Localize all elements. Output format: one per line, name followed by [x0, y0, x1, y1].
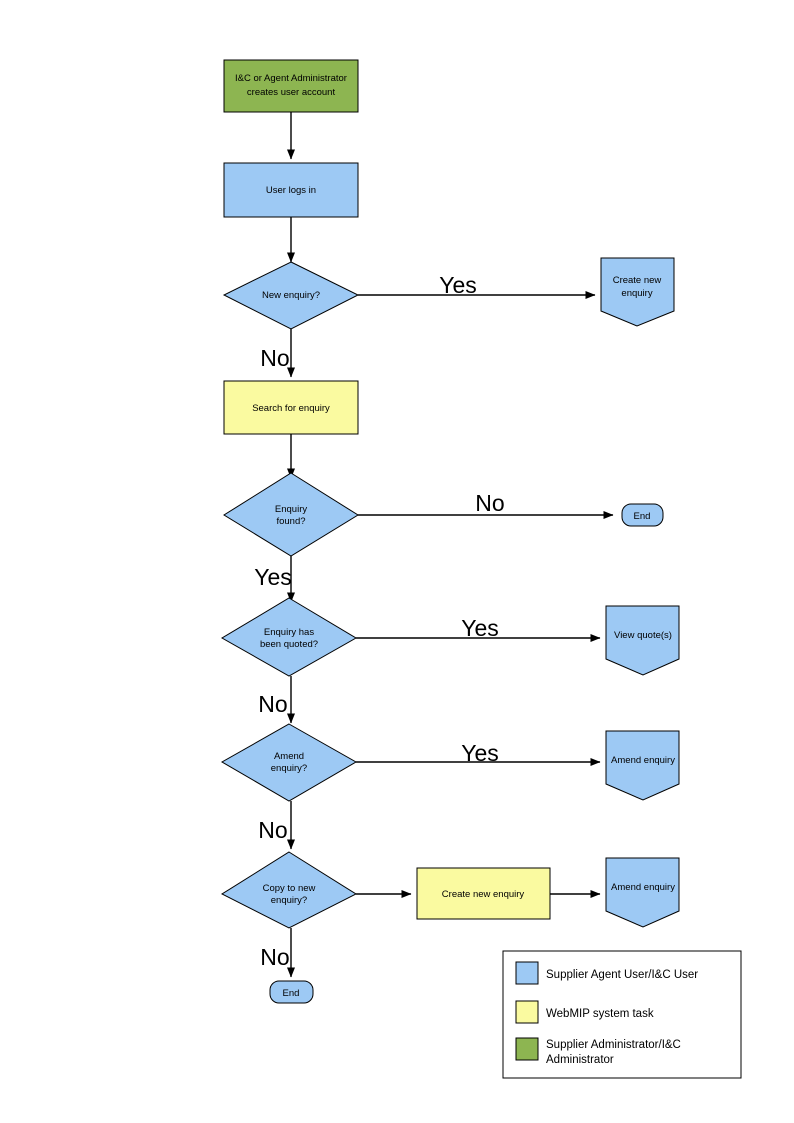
copy-to-new-enquiry-decision-shape[interactable] — [220, 851, 358, 929]
label-enquiry-quoted-yes: Yes — [461, 615, 499, 641]
new-enquiry-decision-shape[interactable] — [222, 261, 360, 330]
enquiry-quoted-decision-line2: been quoted? — [260, 639, 318, 650]
label-amend-enquiry-no: No — [258, 817, 287, 843]
create-new-enquiry-bottom-shape[interactable] — [416, 867, 551, 920]
node-search-for-enquiry[interactable]: Search for enquiry — [223, 380, 359, 435]
node-amend-enquiry-decision[interactable]: Amend enquiry? — [220, 723, 358, 802]
amend-enquiry-action-2-shape[interactable] — [605, 857, 680, 928]
legend-label-system: WebMIP system task — [546, 1008, 654, 1020]
legend: Supplier Agent User/I&C User WebMIP syst… — [502, 950, 742, 1079]
node-amend-enquiry-action[interactable]: Amend enquiry — [605, 730, 680, 801]
node-admin-creates-account[interactable]: I&C or Agent Administrator creates user … — [223, 59, 359, 113]
legend-swatch-system — [515, 1000, 539, 1024]
node-new-enquiry-decision[interactable]: New enquiry? — [222, 261, 360, 330]
node-end-not-found[interactable]: End — [621, 503, 664, 527]
amend-enquiry-action-2-label: Amend enquiry — [611, 882, 675, 893]
amend-enquiry-decision-line2: enquiry? — [271, 763, 307, 774]
legend-label-admin-line2: Administrator — [546, 1054, 614, 1066]
enquiry-found-decision-line1: Enquiry — [275, 504, 307, 515]
copy-to-new-enquiry-decision-line2: enquiry? — [271, 895, 307, 906]
node-create-new-enquiry-bottom[interactable]: Create new enquiry — [416, 867, 551, 920]
legend-label-admin-line1: Supplier Administrator/I&C — [546, 1039, 681, 1051]
end-not-found-label: End — [634, 511, 651, 522]
end-final-label: End — [283, 988, 300, 999]
amend-enquiry-action-label: Amend enquiry — [611, 755, 675, 766]
create-new-enquiry-top-line1: Create new — [613, 275, 662, 286]
legend-label-user: Supplier Agent User/I&C User — [546, 969, 698, 981]
enquiry-quoted-decision-line1: Enquiry has — [264, 627, 314, 638]
end-not-found-shape[interactable] — [621, 503, 664, 527]
create-new-enquiry-top-line2: enquiry — [621, 288, 652, 299]
node-enquiry-quoted-decision[interactable]: Enquiry has been quoted? — [221, 597, 357, 677]
label-new-enquiry-yes: Yes — [439, 272, 477, 298]
search-for-enquiry-shape[interactable] — [223, 380, 359, 435]
amend-enquiry-decision-line1: Amend — [274, 751, 304, 762]
label-copy-to-new-no: No — [260, 944, 289, 970]
node-create-new-enquiry-top[interactable]: Create new enquiry — [600, 257, 675, 327]
enquiry-found-decision-line2: found? — [276, 516, 305, 527]
admin-creates-account-line1: I&C or Agent Administrator — [235, 73, 347, 84]
create-new-enquiry-bottom-label: Create new enquiry — [442, 889, 525, 900]
label-enquiry-found-yes: Yes — [254, 564, 292, 590]
label-amend-enquiry-yes: Yes — [461, 740, 499, 766]
end-final-shape[interactable] — [269, 980, 314, 1004]
view-quotes-shape[interactable] — [605, 605, 680, 676]
enquiry-quoted-decision-shape[interactable] — [221, 597, 357, 677]
amend-enquiry-action-shape[interactable] — [605, 730, 680, 801]
enquiry-found-decision-shape[interactable] — [223, 472, 359, 557]
amend-enquiry-decision-shape[interactable] — [220, 723, 358, 802]
node-view-quotes[interactable]: View quote(s) — [605, 605, 680, 676]
view-quotes-label: View quote(s) — [614, 630, 672, 641]
user-logs-in-label: User logs in — [266, 185, 316, 196]
admin-creates-account-line2: creates user account — [247, 87, 336, 98]
node-amend-enquiry-action-2[interactable]: Amend enquiry — [605, 857, 680, 928]
new-enquiry-decision-label: New enquiry? — [262, 290, 320, 301]
label-enquiry-found-no: No — [475, 490, 504, 516]
label-enquiry-quoted-no: No — [258, 691, 287, 717]
copy-to-new-enquiry-decision-line1: Copy to new — [263, 883, 316, 894]
user-logs-in-shape[interactable] — [223, 162, 359, 218]
legend-box — [502, 950, 742, 1079]
admin-creates-account-shape[interactable] — [223, 59, 359, 113]
branch-labels: Yes No No Yes Yes No Yes No No — [254, 272, 504, 970]
search-for-enquiry-label: Search for enquiry — [252, 403, 330, 414]
create-new-enquiry-top-shape[interactable] — [600, 257, 675, 327]
connectors — [287, 112, 614, 978]
label-new-enquiry-no: No — [260, 345, 289, 371]
node-copy-to-new-enquiry-decision[interactable]: Copy to new enquiry? — [220, 851, 358, 929]
node-end-final[interactable]: End — [269, 980, 314, 1004]
legend-swatch-user — [515, 961, 539, 985]
node-enquiry-found-decision[interactable]: Enquiry found? — [223, 472, 359, 557]
node-user-logs-in[interactable]: User logs in — [223, 162, 359, 218]
legend-swatch-admin — [515, 1037, 539, 1061]
